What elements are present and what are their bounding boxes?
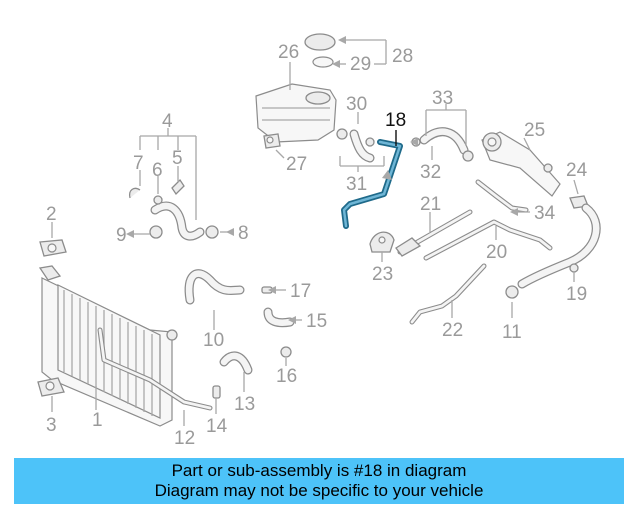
pipe-20-part [423, 219, 553, 261]
hose-4-part [150, 201, 205, 241]
hose-13-part [219, 351, 253, 375]
label-11: 11 [502, 322, 522, 343]
flange-23-part [369, 231, 395, 253]
label-13: 13 [234, 394, 255, 415]
arrowheads [126, 36, 518, 324]
label-9: 9 [116, 225, 127, 246]
hose-10-part [184, 269, 245, 305]
hose-32-part [411, 127, 474, 162]
hose-30-part [336, 128, 375, 163]
label-25: 25 [524, 120, 545, 141]
small-parts [212, 286, 292, 399]
radiator-part [38, 265, 213, 427]
label-31: 31 [346, 174, 367, 195]
part-labels: 1 2 3 4 5 6 7 8 9 10 11 12 13 14 15 16 1… [46, 42, 588, 449]
label-22: 22 [442, 320, 463, 341]
label-8: 8 [238, 223, 249, 244]
bracket-2-part [39, 239, 67, 257]
label-4: 4 [162, 111, 173, 132]
label-32: 32 [420, 162, 441, 183]
leader-lines [51, 39, 579, 426]
parts-diagram: 1 2 3 4 5 6 7 8 9 10 11 12 13 14 15 16 1… [37, 33, 601, 449]
label-1: 1 [92, 410, 103, 431]
housing-25-part [481, 131, 561, 197]
label-24: 24 [566, 160, 588, 181]
banner-line-1: Part or sub-assembly is #18 in diagram [171, 461, 467, 480]
label-30: 30 [346, 94, 367, 115]
label-28: 28 [392, 46, 413, 67]
label-3: 3 [46, 415, 57, 436]
label-21: 21 [420, 194, 441, 215]
clamp-part [128, 178, 219, 239]
bracket-3-part [37, 377, 65, 397]
label-34: 34 [534, 203, 556, 224]
reservoir-part [255, 83, 337, 143]
hose-15-part [263, 307, 295, 328]
pipe-18-part [341, 139, 403, 229]
label-6: 6 [152, 160, 163, 181]
label-15: 15 [306, 311, 327, 332]
label-29: 29 [350, 54, 371, 75]
label-33: 33 [432, 88, 453, 109]
label-16: 16 [276, 366, 297, 387]
label-20: 20 [486, 242, 507, 263]
info-banner: Part or sub-assembly is #18 in diagram D… [14, 458, 624, 504]
fitting-11-part [505, 285, 519, 299]
pipe-34-part [475, 179, 529, 213]
label-7: 7 [133, 153, 144, 174]
label-23: 23 [372, 264, 393, 285]
cap-part [304, 33, 336, 68]
label-12: 12 [174, 428, 195, 449]
label-14: 14 [206, 416, 228, 437]
label-27: 27 [286, 154, 307, 175]
label-17: 17 [290, 281, 311, 302]
pipe-21-part [395, 209, 473, 257]
label-19: 19 [566, 284, 587, 305]
label-26: 26 [278, 42, 299, 63]
label-10: 10 [203, 330, 224, 351]
pipe-22-part [409, 263, 487, 325]
bracket-27-part [263, 133, 281, 149]
banner-line-2: Diagram may not be specific to your vehi… [154, 481, 484, 500]
label-2: 2 [46, 204, 57, 225]
label-18: 18 [385, 110, 406, 131]
label-5: 5 [172, 148, 183, 169]
